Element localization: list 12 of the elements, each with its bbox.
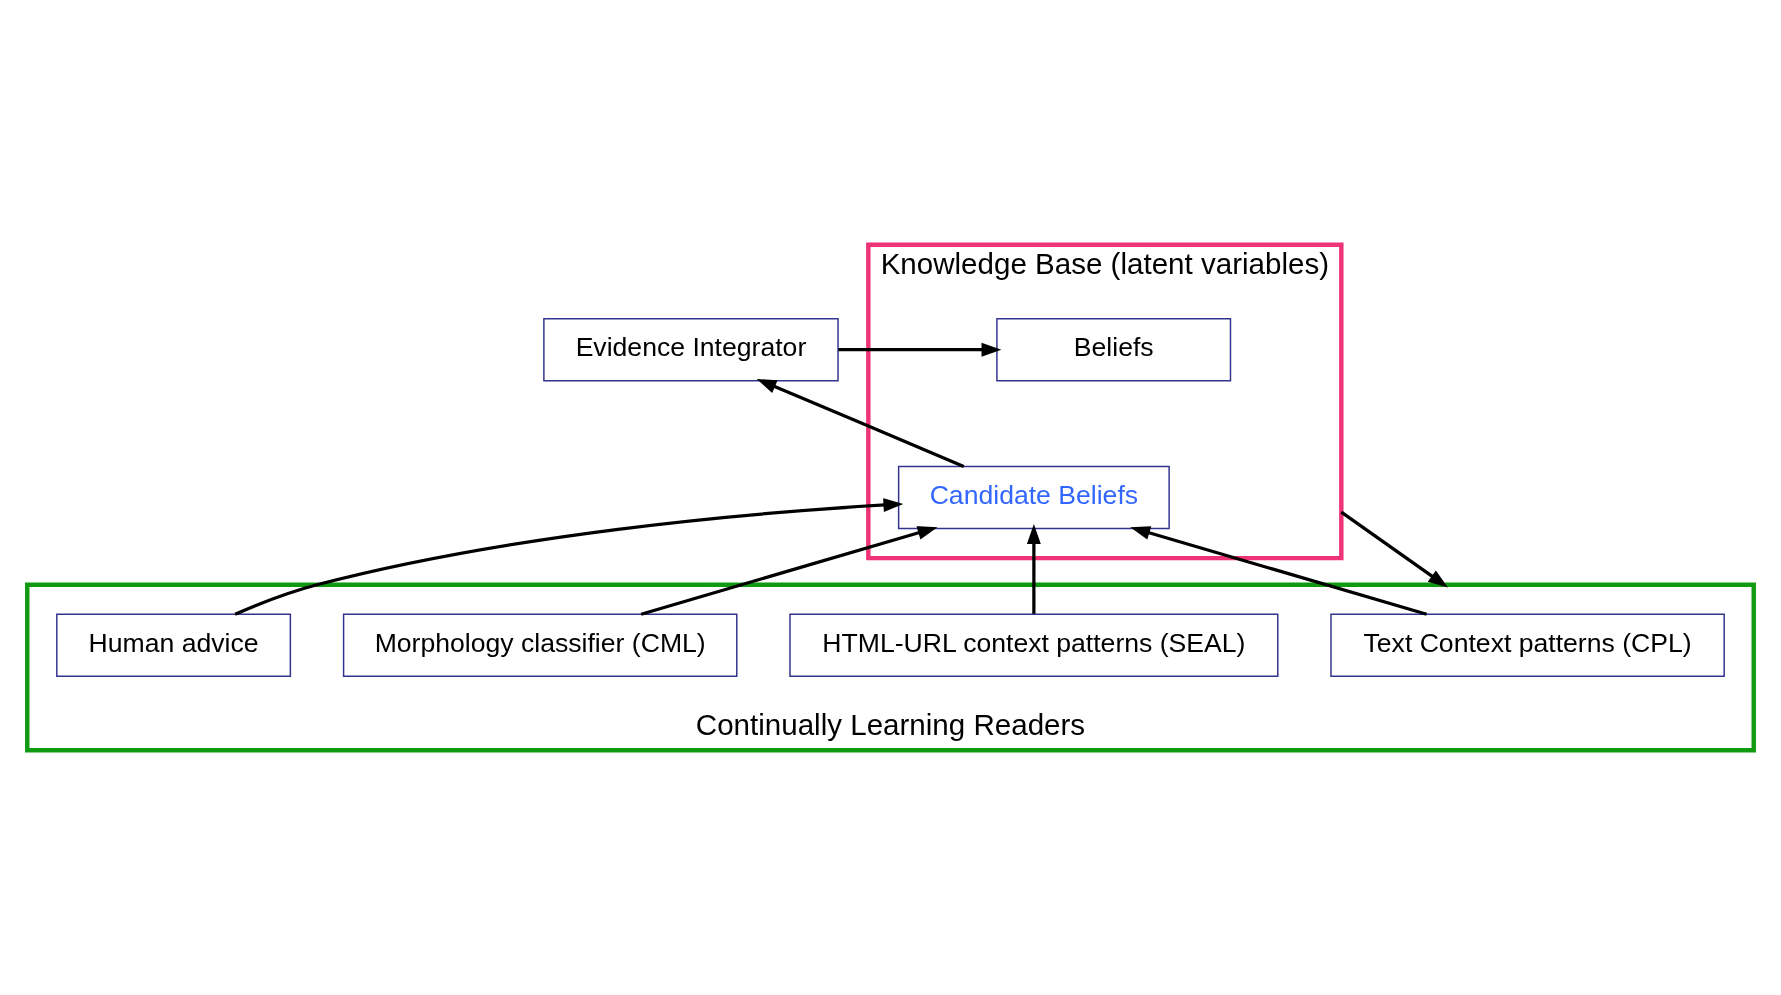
node-box: Beliefs	[996, 317, 1232, 382]
node-box: HTML-URL context patterns (SEAL)	[789, 613, 1279, 678]
node-box: Candidate Beliefs	[897, 465, 1170, 530]
arrow	[1130, 526, 1428, 616]
arrow	[1340, 510, 1448, 588]
node-box: Morphology classifier (CML)	[342, 613, 738, 678]
arrow	[838, 342, 1002, 357]
arrow	[1026, 524, 1041, 614]
node-box: Evidence Integrator	[543, 317, 839, 382]
node-box: Human advice	[56, 613, 292, 678]
arrow	[756, 378, 965, 468]
node-box: Text Context patterns (CPL)	[1330, 613, 1725, 678]
